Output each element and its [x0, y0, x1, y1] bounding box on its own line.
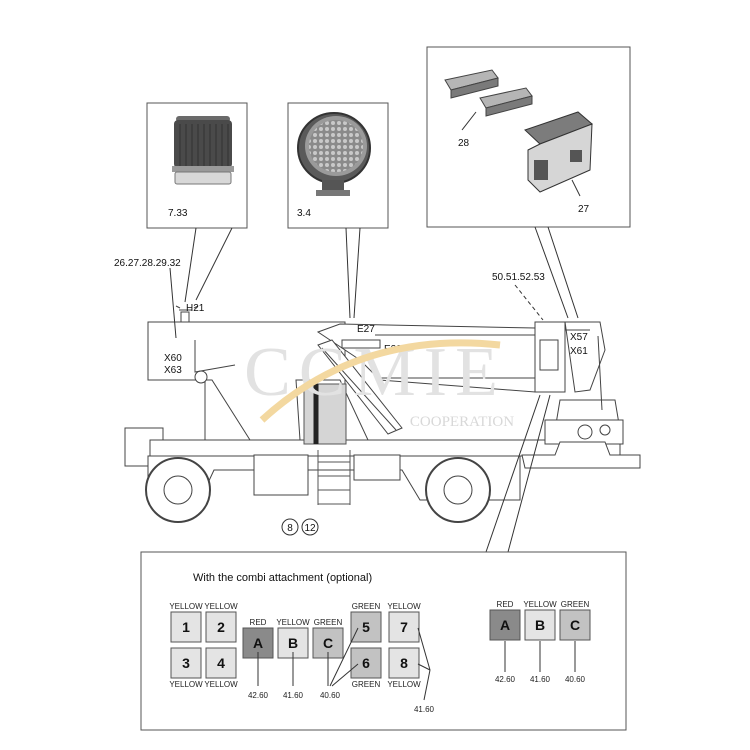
lamp-callout: 3.4 [297, 208, 311, 219]
legend-right-cell-key: A [500, 617, 510, 633]
x61-label: X61 [570, 346, 588, 357]
legend-cell-top-color: GREEN [314, 618, 343, 627]
legend-value-eight: 41.60 [414, 705, 435, 714]
warning-beacon-icon [172, 116, 234, 185]
legend-cell-key: 3 [182, 655, 190, 671]
legend-cell-key: 7 [400, 619, 408, 635]
x63-label: X63 [164, 365, 182, 376]
legend-cell-bottom-color: YELLOW [204, 680, 238, 689]
legend-cell-key: A [253, 635, 263, 651]
legend-value-leaders [257, 627, 576, 701]
circled-number-12: 12 [301, 518, 319, 536]
legend-leader-left [485, 394, 541, 553]
legend-cell-bottom-color: YELLOW [169, 680, 203, 689]
h21-label: H21 [186, 303, 205, 314]
legend-value-c: 40.60 [320, 691, 341, 700]
legend-cell-key: 5 [362, 619, 370, 635]
x57-label: X57 [570, 332, 588, 343]
left-ref-callout: 26.27.28.29.32 [114, 258, 181, 269]
connector-housing-icon [524, 111, 593, 197]
reach-stacker-machine [124, 305, 641, 523]
legend-cells: 1YELLOW2YELLOW3YELLOW4YELLOWAREDBYELLOWC… [169, 602, 421, 689]
legend-leader-right [507, 394, 551, 553]
legend-value-b: 41.60 [283, 691, 304, 700]
connector-inset: 28 27 [426, 46, 631, 228]
legend-right-value: 41.60 [530, 675, 551, 684]
legend-right-cell-top-color: YELLOW [523, 600, 557, 609]
legend-cell-key: 8 [400, 655, 408, 671]
legend-cell-key: 1 [182, 619, 190, 635]
legend-cell-key: 4 [217, 655, 225, 671]
legend-cell-5: 5 GREEN [350, 602, 382, 643]
legend-right-cell-A: A RED 42.60 [489, 600, 521, 684]
legend-cell-key: C [323, 635, 333, 651]
legend-right-cell-C: C GREEN 40.60 [559, 600, 591, 684]
legend-value-a: 42.60 [248, 691, 269, 700]
legend-title: With the combi attachment (optional) [193, 572, 372, 584]
legend-right-cell-B: B YELLOW 41.60 [523, 600, 557, 684]
beacon-inset: 7.33 [146, 102, 248, 229]
legend-cell-top-color: YELLOW [204, 602, 238, 611]
legend-cell-top-color: RED [250, 618, 267, 627]
legend-cell-bottom-color: YELLOW [387, 680, 421, 689]
watermark-sub: COOPERATION [410, 414, 514, 430]
legend-cell-1: 1 YELLOW [169, 602, 203, 643]
legend-cell-2: 2 YELLOW [204, 602, 238, 643]
legend-cell-top-color: YELLOW [276, 618, 310, 627]
legend-cell-key: 2 [217, 619, 225, 635]
e27-label: E27 [357, 324, 375, 335]
legend-right-cell-top-color: RED [497, 600, 514, 609]
legend-cell-key: 6 [362, 655, 370, 671]
legend-cell-key: B [288, 635, 298, 651]
spreader-dashed-leader [514, 284, 544, 321]
x60-label: X60 [164, 353, 182, 364]
legend-right-cell-key: C [570, 617, 580, 633]
legend-cell-7: 7 YELLOW [387, 602, 421, 643]
inset-leaders [184, 226, 579, 319]
work-lamp-icon [297, 112, 371, 196]
circled-number-8: 8 [281, 518, 299, 536]
svg-text:8: 8 [287, 523, 293, 534]
legend-cell-bottom-color: GREEN [352, 680, 381, 689]
legend-right-value: 40.60 [565, 675, 586, 684]
legend-right-cell-top-color: GREEN [561, 600, 590, 609]
lamp-inset: 3.4 [287, 102, 389, 229]
legend-right-cell-key: B [535, 617, 545, 633]
legend-right-group: A RED 42.60 B YELLOW 41.60 C GREEN 40.60 [489, 600, 591, 684]
watermark: CCMIE COOPERATION [244, 334, 514, 430]
legend-cell-top-color: GREEN [352, 602, 381, 611]
connector-insert-icon [444, 69, 533, 131]
connector-b-callout: 27 [578, 204, 590, 215]
left-ref-leader [169, 267, 177, 339]
legend-cell-top-color: YELLOW [387, 602, 421, 611]
legend-right-value: 42.60 [495, 675, 516, 684]
beacon-callout: 7.33 [168, 208, 188, 219]
legend-cell-top-color: YELLOW [169, 602, 203, 611]
right-ref-callout: 50.51.52.53 [492, 272, 545, 283]
svg-text:12: 12 [304, 523, 316, 534]
connector-a-callout: 28 [458, 138, 470, 149]
